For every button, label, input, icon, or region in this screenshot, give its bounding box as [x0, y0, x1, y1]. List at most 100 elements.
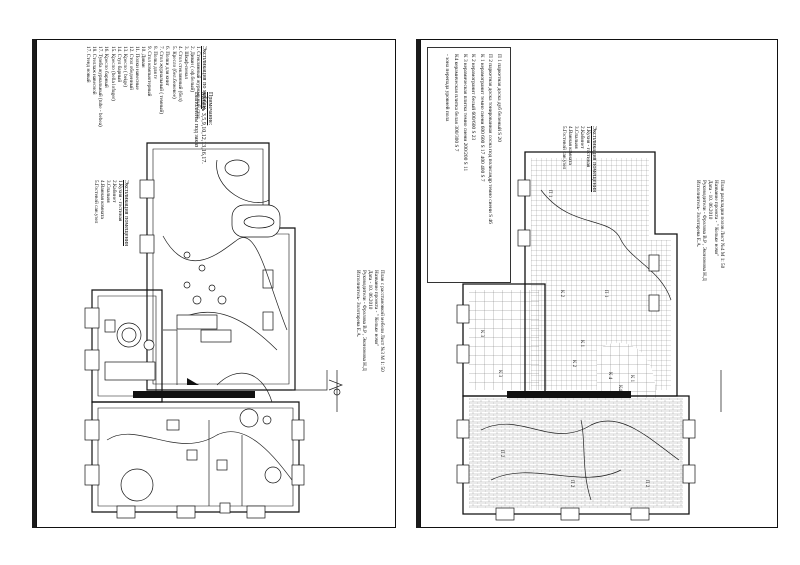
window	[682, 464, 696, 484]
zone-label: К4	[617, 385, 622, 391]
legend-item: П 1 паркетная доска дуб беленый S 20	[496, 54, 502, 142]
note-title: Примечание:	[207, 92, 213, 126]
zone-curve	[480, 420, 680, 461]
chair	[217, 295, 227, 305]
chair	[183, 251, 191, 259]
armchair	[186, 449, 198, 461]
furniture-item: 9. Стол компьютерный	[146, 46, 153, 97]
window	[139, 179, 155, 199]
zone-label: П 1	[603, 290, 608, 298]
chair	[264, 466, 282, 484]
floor-plan-sheet: П 1 П 1 П 2 П 2 П 2 К 1 К 1 К 2 К 2 К 3 …	[420, 39, 778, 528]
window	[84, 349, 100, 371]
zone-curve	[216, 372, 273, 403]
entrance-wall	[292, 370, 328, 391]
zone-label: П 2	[499, 450, 504, 458]
legend-item: К 1 керамогранит темно сиени 600 600 S 1…	[478, 54, 485, 182]
window	[246, 505, 266, 519]
zone-label: К 1	[579, 340, 584, 348]
window	[517, 179, 531, 197]
legend-item: - зона перепада уровней пола	[444, 54, 451, 122]
title-stamp: План раскладки полов Лист №4 М 1: 50 Наз…	[695, 180, 725, 281]
room-legend-title: Экспликация помещения	[123, 180, 130, 246]
room-item: 2.Кабинет	[110, 180, 117, 203]
furniture-item: 17. Тумба журнальный (tube - bebea)	[97, 46, 104, 127]
zone-label: П 2	[644, 480, 649, 488]
floor-zone-bathroom-tiles	[597, 342, 656, 398]
zone-curve	[490, 469, 622, 481]
floor-zone-bedroom	[469, 290, 539, 390]
furniture-legend: Экспликация по мебели 1. Стеклянный журн…	[85, 46, 208, 127]
stamp-line: Название проекта - " Кельке ночи"	[712, 180, 719, 257]
stamp-line: Дата - 10. 06.2010	[366, 270, 373, 310]
window	[648, 294, 660, 312]
outer-wall-upper	[146, 142, 296, 391]
stamp-line: Руководители - Фролова В.Р , Экономова Н…	[360, 270, 367, 371]
armchair	[216, 459, 228, 471]
window	[291, 419, 305, 441]
chair	[183, 281, 191, 289]
window	[682, 419, 696, 439]
table	[224, 159, 250, 177]
furniture-item: 5. Кресло (бел.бежевое)	[170, 46, 177, 99]
furniture-item: 7. Стол журнальный ( темный)	[158, 46, 165, 115]
zone-curve	[162, 235, 288, 331]
legend-item: К4 керамическая плитка белая 300/300 S 7	[453, 54, 460, 152]
room-legend: Экспликация помещения 1.Кухня - гостиная…	[92, 180, 130, 246]
round-table-inner	[121, 327, 137, 343]
floor-zone-living	[531, 158, 671, 390]
window	[456, 304, 470, 324]
furniture-item: 14. Стул барный	[115, 46, 122, 83]
room-legend-title: Экспликация помещения	[591, 126, 598, 192]
stamp-line: План с расстановкой мебели Лист №3 М 1: …	[379, 270, 385, 372]
furniture-plan-drawing	[84, 142, 343, 519]
chair	[262, 415, 272, 425]
floor-zone-lower	[469, 398, 683, 508]
window	[456, 419, 470, 439]
stamp-line: Исполнитель- Золотарева Е.А.	[694, 180, 701, 248]
partition	[163, 329, 178, 385]
stamp-line: Руководители - Фролова В.Р , Экономова Н…	[700, 180, 707, 281]
stamp-line: Дата - 10. 06.2010	[706, 180, 713, 220]
zone-label: К 3	[479, 330, 484, 338]
sofa	[216, 159, 270, 203]
entrance-door	[328, 379, 343, 391]
window	[648, 254, 660, 272]
inner-wall-upper	[152, 148, 290, 385]
furniture-item: 3. Шкаф-пенал	[182, 46, 189, 80]
room-item: 5.Гостевой сан.узел	[92, 180, 99, 224]
zone-curve	[540, 189, 672, 301]
room-item: 4.Ванная комната	[566, 126, 573, 165]
chair	[198, 264, 206, 272]
window	[456, 344, 470, 364]
zone-label: П 1	[547, 190, 552, 198]
window	[456, 464, 470, 484]
furniture-item: 4. Стол стеклянный (бел)	[176, 46, 183, 102]
window	[560, 507, 580, 521]
window	[630, 507, 650, 521]
furniture-item: 12. Стол обеденный	[127, 46, 134, 90]
floor-layout-drawing: П 1 П 1 П 2 П 2 П 2 К 1 К 1 К 2 К 2 К 3 …	[456, 151, 722, 521]
window	[84, 307, 100, 329]
window	[116, 505, 136, 519]
note-line: Выполнены под заказ	[193, 92, 199, 148]
zone-label: К 1	[629, 375, 634, 383]
furniture-plan-sheet: Экспликация по мебели 1. Стеклянный журн…	[36, 39, 396, 528]
bathtub	[243, 215, 275, 229]
furniture-item: 16. Кресло барный	[103, 46, 110, 88]
furniture-item: 13. Кресло ( beige)	[121, 46, 128, 88]
zone-label: К 2	[571, 360, 576, 368]
chair	[143, 339, 155, 351]
stamp-line: Название проекта - " Кельке ночи"	[372, 270, 379, 347]
materials-legend: П 1 паркетная доска дуб беленый S 20 П 2…	[443, 54, 503, 224]
materials-legend-box	[427, 47, 511, 283]
window	[517, 229, 531, 247]
load-bearing-wall	[133, 391, 255, 398]
stamp-line: Исполнитель- Золотарева Е.А.	[354, 270, 361, 338]
window	[495, 507, 515, 521]
zone-label: К 3	[497, 370, 502, 378]
legend-item: П 2 паркетная доска тонированная сосна п…	[487, 54, 494, 224]
zone-label: К 2	[559, 290, 564, 298]
chair	[192, 295, 202, 305]
zone-label: П 2	[569, 480, 574, 488]
